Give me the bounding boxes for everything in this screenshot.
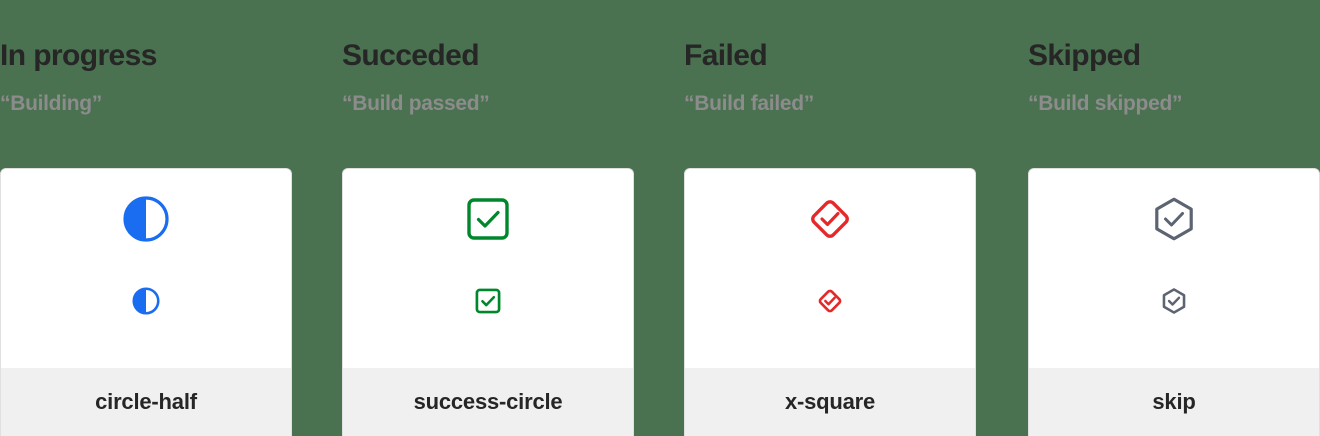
status-column-skipped: Skipped “Build skipped”: [1028, 0, 1320, 436]
page-title: Succeded: [342, 39, 480, 72]
success-circle-icon: [467, 198, 509, 240]
column-subtitle: “Build failed”: [684, 92, 814, 115]
icon-preview-small: [1, 281, 291, 321]
circle-half-icon: [123, 196, 169, 242]
icon-name-label: success-circle: [413, 389, 563, 414]
icon-name-label: skip: [1152, 389, 1196, 414]
circle-half-icon: [132, 287, 160, 315]
icon-card-body: [343, 169, 633, 368]
icon-card-body: [685, 169, 975, 368]
success-circle-icon: [475, 288, 501, 314]
skip-icon: [1155, 197, 1193, 241]
status-column-in-progress: In progress “Building”: [0, 0, 292, 436]
icon-card-x-square[interactable]: x-square: [684, 168, 976, 436]
icon-card-circle-half[interactable]: circle-half: [0, 168, 292, 436]
status-column-failed: Failed “Build failed”: [684, 0, 976, 436]
icon-preview-large: [1029, 189, 1319, 249]
icon-preview-small: [685, 281, 975, 321]
icon-card-body: [1029, 169, 1319, 368]
page-title: In progress: [0, 39, 157, 72]
x-square-icon: [818, 289, 842, 313]
skip-icon: [1162, 288, 1186, 314]
icon-card-body: [1, 169, 291, 368]
icon-preview-large: [685, 189, 975, 249]
x-square-icon: [811, 200, 849, 238]
page-title: Failed: [684, 39, 768, 72]
column-subtitle: “Build skipped”: [1028, 92, 1183, 115]
icon-preview-large: [1, 189, 291, 249]
status-column-succeded: Succeded “Build passed”: [342, 0, 634, 436]
icon-card-footer: circle-half: [1, 368, 291, 436]
icon-name-label: circle-half: [95, 389, 197, 414]
icon-card-footer: x-square: [685, 368, 975, 436]
column-subtitle: “Building”: [0, 92, 102, 115]
icon-preview-small: [343, 281, 633, 321]
icon-card-footer: success-circle: [343, 368, 633, 436]
icon-preview-small: [1029, 281, 1319, 321]
column-subtitle: “Build passed”: [342, 92, 490, 115]
icon-card-success-circle[interactable]: success-circle: [342, 168, 634, 436]
icon-name-label: x-square: [784, 389, 876, 414]
icon-card-footer: skip: [1029, 368, 1319, 436]
page-title: Skipped: [1028, 39, 1141, 72]
icon-card-skip[interactable]: skip: [1028, 168, 1320, 436]
icon-preview-large: [343, 189, 633, 249]
